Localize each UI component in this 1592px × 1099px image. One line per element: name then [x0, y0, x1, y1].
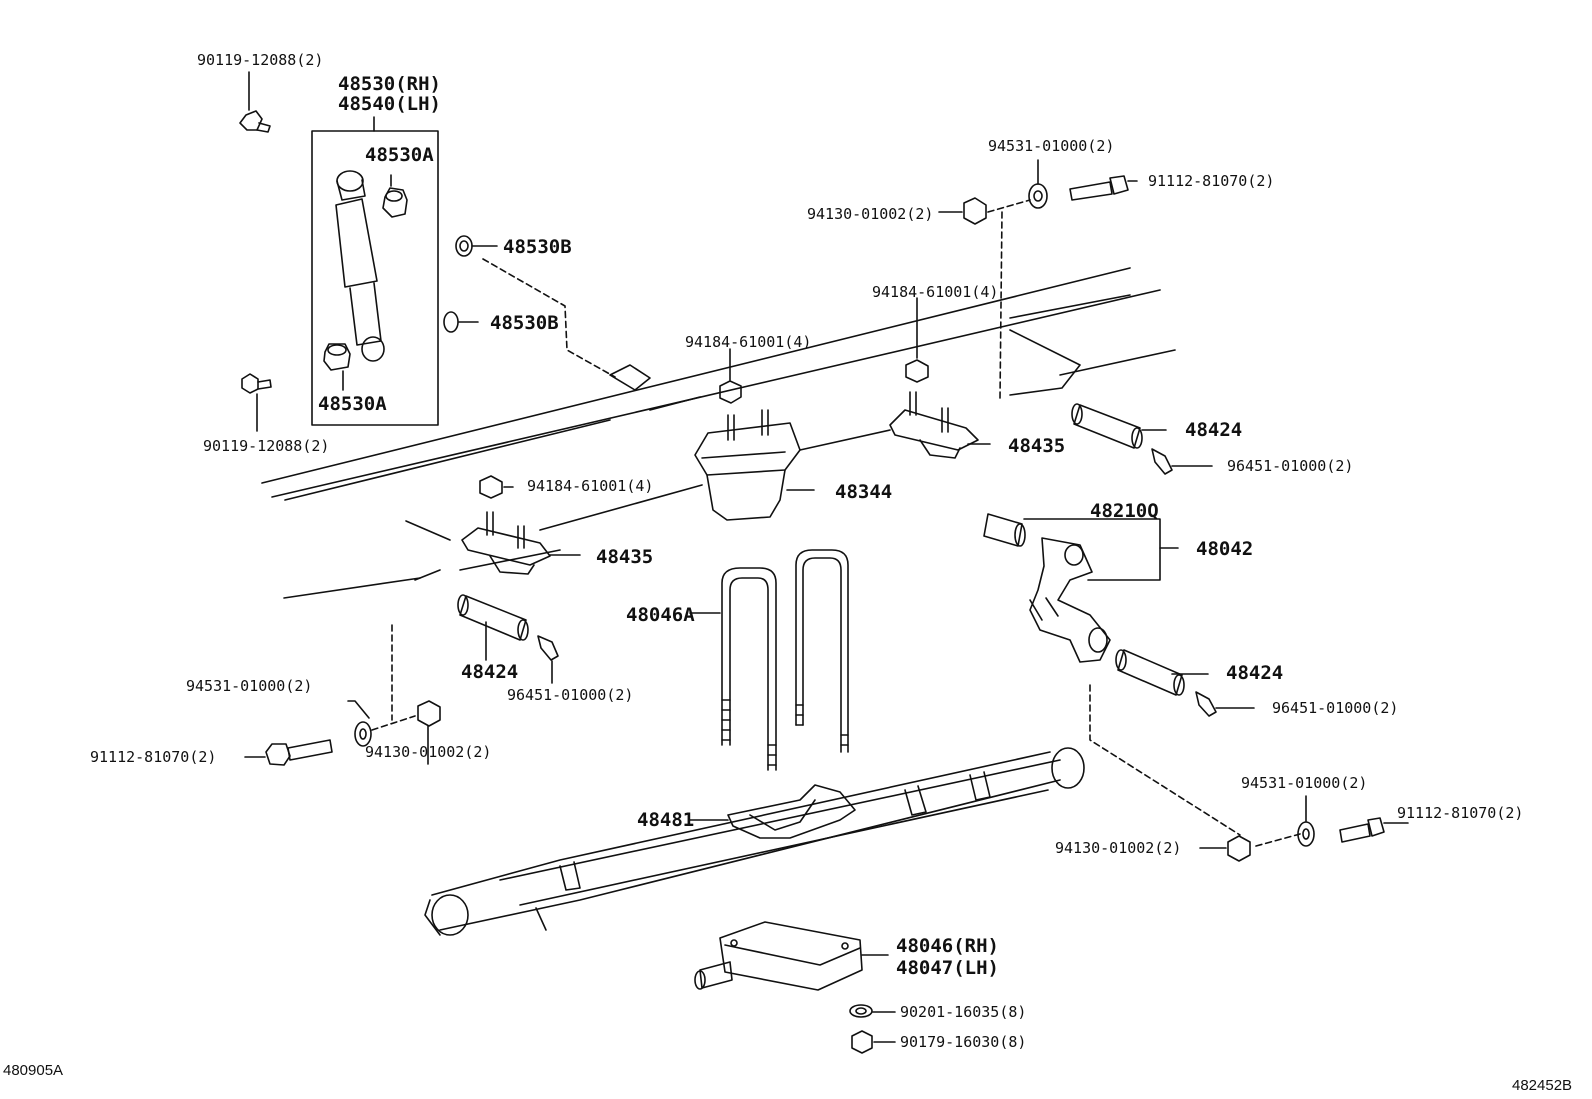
washer-icon	[444, 312, 478, 332]
part-label: 94184-61001(4)	[872, 283, 999, 301]
bushing-icon	[324, 344, 350, 370]
leader-dashed	[483, 259, 615, 377]
part-label: 94130-01002(2)	[1055, 839, 1182, 857]
part-label: 96451-01000(2)	[507, 686, 634, 704]
footer-code-left: 480905A	[3, 1062, 64, 1079]
part-label: 91112-81070(2)	[1397, 804, 1524, 822]
part-label: 48540(LH)	[338, 93, 441, 115]
pin-icon	[1072, 404, 1166, 448]
part-label: 48344	[835, 481, 893, 503]
nut-icon	[1200, 836, 1250, 861]
part-label: 48435	[596, 546, 654, 568]
part-label: 94531-01000(2)	[186, 677, 313, 695]
part-label: 48530A	[318, 393, 387, 415]
nut-icon	[939, 198, 986, 224]
part-label: 94184-61001(4)	[527, 477, 654, 495]
bracket-icon	[890, 392, 990, 458]
part-label: 48530(RH)	[338, 73, 441, 95]
part-label: 48047(LH)	[896, 957, 999, 979]
leader-dashed	[372, 625, 415, 730]
part-label: 48530B	[503, 236, 572, 258]
nut-icon	[480, 476, 513, 498]
part-label: 96451-01000(2)	[1227, 457, 1354, 475]
part-label: 96451-01000(2)	[1272, 699, 1399, 717]
washer-icon	[1298, 796, 1314, 846]
part-label: 48046A	[626, 604, 695, 626]
part-label: 94531-01000(2)	[988, 137, 1115, 155]
bolt-icon	[240, 72, 270, 132]
bolt-icon	[245, 740, 332, 765]
part-label: 94184-61001(4)	[685, 333, 812, 351]
bolt-icon	[242, 374, 271, 431]
part-label: 91112-81070(2)	[1148, 172, 1275, 190]
part-label: 94531-01000(2)	[1241, 774, 1368, 792]
part-label: 48042	[1196, 538, 1254, 560]
part-label: 91112-81070(2)	[90, 748, 217, 766]
frame-rail	[262, 268, 1175, 598]
part-label: 48530B	[490, 312, 559, 334]
washer-icon	[850, 1005, 895, 1017]
shock-absorber-icon	[336, 171, 384, 361]
part-label: 48435	[1008, 435, 1066, 457]
leader-dashed	[1090, 685, 1300, 846]
grease-fitting-icon	[538, 636, 558, 683]
shackle-icon	[984, 514, 1178, 662]
bracket-icon	[462, 485, 702, 574]
spring-seat-icon	[690, 785, 855, 838]
nut-icon	[906, 298, 928, 382]
leader-dashed	[988, 200, 1030, 398]
u-bolt-icon	[722, 568, 776, 770]
bushing-icon	[383, 188, 407, 217]
part-label: 48481	[637, 809, 695, 831]
grease-fitting-icon	[1196, 692, 1254, 716]
part-label: 94130-01002(2)	[807, 205, 934, 223]
bolt-icon	[1340, 818, 1408, 842]
washer-icon	[456, 236, 497, 256]
footer-code-right: 482452B	[1512, 1077, 1573, 1094]
part-label: 90119-12088(2)	[203, 437, 330, 455]
part-label: 48046(RH)	[896, 935, 999, 957]
part-label: 90201-16035(8)	[900, 1003, 1027, 1021]
washer-icon	[1029, 160, 1047, 208]
part-label: 90179-16030(8)	[900, 1033, 1027, 1051]
spring-plate-icon	[695, 922, 888, 990]
nut-icon	[418, 701, 440, 764]
pin-icon	[458, 595, 528, 660]
bump-stopper-icon	[695, 410, 814, 520]
nut-icon	[852, 1031, 895, 1053]
u-bolt-icon	[796, 550, 848, 752]
part-label: 94130-01002(2)	[365, 743, 492, 761]
part-label: 48424	[1226, 662, 1284, 684]
part-label: 90119-12088(2)	[197, 51, 324, 69]
bolt-icon	[1070, 176, 1137, 200]
part-label: 48424	[461, 661, 519, 683]
part-label: 48210Q	[1090, 500, 1159, 522]
pin-icon	[1116, 650, 1208, 695]
washer-icon	[348, 701, 371, 746]
part-label: 48530A	[365, 144, 434, 166]
shock-absorber-assembly	[312, 117, 438, 425]
frame-stud-icon	[610, 365, 650, 390]
leaf-spring-icon	[425, 748, 1084, 935]
nut-icon	[720, 349, 741, 403]
grease-fitting-icon	[1152, 449, 1212, 474]
part-label: 48424	[1185, 419, 1243, 441]
